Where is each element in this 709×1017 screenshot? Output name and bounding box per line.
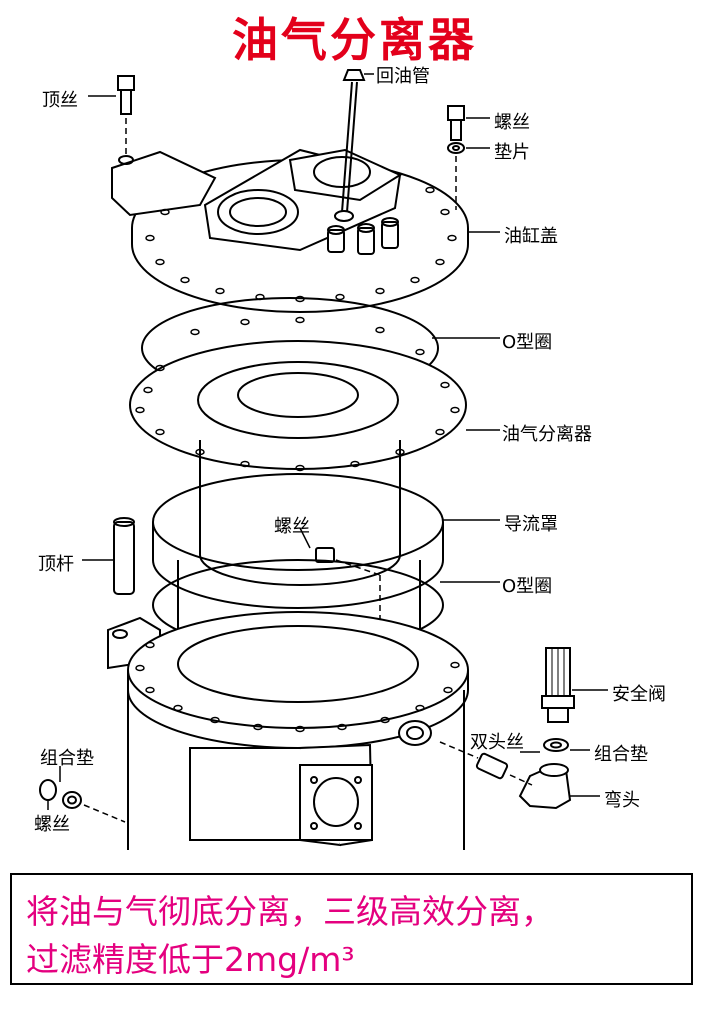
flow-shroud-part (152, 473, 444, 720)
label-screw-right: 螺丝 (494, 112, 530, 133)
safety-valve-part (439, 647, 575, 810)
label-flow-shroud: 导流罩 (504, 514, 558, 535)
label-screw-mid: 螺丝 (274, 516, 310, 537)
label-elbow: 弯头 (604, 790, 640, 811)
label-separator: 油气分离器 (502, 424, 592, 445)
label-screw-left: 螺丝 (34, 814, 70, 835)
tank-cover-part (111, 148, 469, 313)
label-double-stud: 双头丝 (470, 732, 524, 753)
page-title: 油气分离器 (232, 13, 477, 67)
caption-line-2: 过滤精度低于2mg/m³ (26, 940, 355, 979)
caption-box: 将油与气彻底分离，三级高效分离， 过滤精度低于2mg/m³ (10, 873, 693, 985)
label-safety-valve: 安全阀 (612, 684, 666, 705)
tank-body-part (107, 611, 469, 850)
exploded-view-diagram (39, 69, 608, 850)
top-rod-part (113, 517, 135, 595)
label-tank-cover: 油缸盖 (504, 226, 558, 247)
label-top-rod: 顶杆 (38, 554, 74, 575)
combo-gasket-left-part (39, 779, 126, 823)
label-top-screw: 顶丝 (42, 90, 78, 111)
label-return-pipe: 回油管 (376, 66, 430, 87)
label-o-ring-1: O型圈 (502, 332, 553, 353)
caption-line-1: 将油与气彻底分离，三级高效分离， (26, 892, 554, 931)
label-o-ring-2: O型圈 (502, 576, 553, 597)
top-screw-part (117, 75, 135, 158)
label-combo-gasket-left: 组合垫 (40, 748, 94, 769)
separator-part (129, 340, 467, 586)
label-combo-gasket-right: 组合垫 (594, 744, 648, 765)
label-gasket: 垫片 (494, 142, 530, 163)
return-pipe-part (334, 69, 366, 222)
screw-gasket-part (447, 105, 465, 210)
